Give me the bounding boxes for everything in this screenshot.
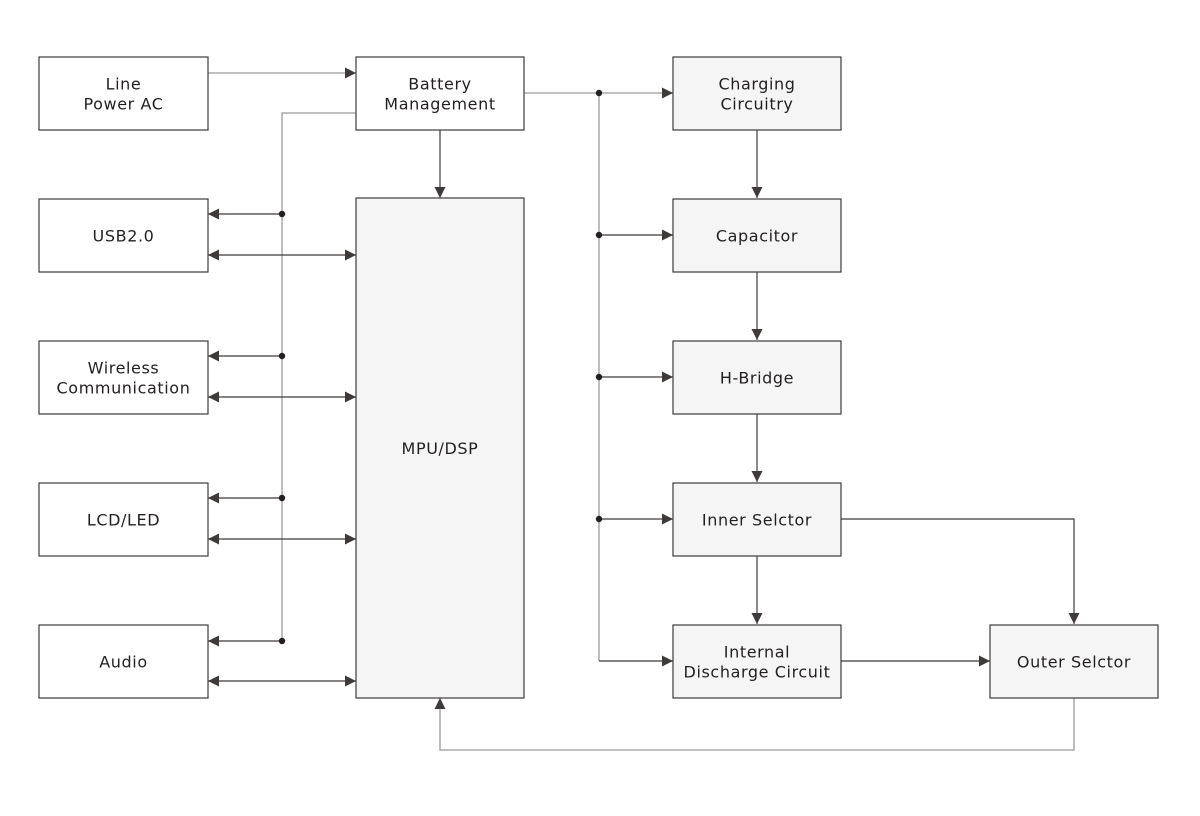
junction-dot bbox=[278, 637, 286, 645]
node-box bbox=[38, 340, 209, 415]
node-label-line: Management bbox=[384, 95, 495, 114]
node-label-line: Internal bbox=[724, 643, 790, 662]
node-inner-selector: Inner Selctor bbox=[672, 482, 842, 557]
node-label: Inner Selctor bbox=[702, 511, 812, 530]
junction-dot bbox=[278, 352, 286, 360]
node-box bbox=[672, 198, 842, 273]
node-label-line: Audio bbox=[99, 653, 147, 672]
node-h-bridge: H-Bridge bbox=[672, 340, 842, 415]
node-box bbox=[672, 482, 842, 557]
node-box bbox=[989, 624, 1159, 699]
node-label-line: Inner Selctor bbox=[702, 511, 812, 530]
node-label: Capacitor bbox=[716, 227, 798, 246]
junction-dot bbox=[278, 210, 286, 218]
node-label-line: Charging bbox=[718, 75, 795, 94]
node-label-line: MPU/DSP bbox=[402, 439, 479, 458]
node-box bbox=[672, 56, 842, 131]
node-label-line: USB2.0 bbox=[93, 227, 155, 246]
node-label-line: Outer Selctor bbox=[1017, 653, 1131, 672]
peripheral-bus bbox=[281, 112, 356, 641]
node-label-line: H-Bridge bbox=[720, 369, 794, 388]
connectors bbox=[208, 67, 1080, 751]
node-box bbox=[38, 624, 209, 699]
node-label: H-Bridge bbox=[720, 369, 794, 388]
node-label-line: Wireless bbox=[88, 359, 160, 378]
node-box bbox=[38, 56, 209, 131]
junction-dot bbox=[595, 231, 603, 239]
node-label: Audio bbox=[99, 653, 147, 672]
junction-dot bbox=[595, 515, 603, 523]
node-box bbox=[672, 624, 842, 699]
node-mpu-dsp: MPU/DSP bbox=[355, 197, 525, 699]
node-usb: USB2.0 bbox=[38, 198, 209, 273]
node-box bbox=[672, 340, 842, 415]
node-label: Outer Selctor bbox=[1017, 653, 1131, 672]
node-label-line: Line bbox=[106, 75, 142, 94]
junction-dot bbox=[595, 89, 603, 97]
node-capacitor: Capacitor bbox=[672, 198, 842, 273]
node-label: USB2.0 bbox=[93, 227, 155, 246]
node-label: MPU/DSP bbox=[402, 439, 479, 458]
node-label-line: Power AC bbox=[83, 95, 163, 114]
node-box bbox=[38, 198, 209, 273]
node-box bbox=[355, 197, 525, 699]
node-label-line: Battery bbox=[408, 75, 471, 94]
edge-outer-to-mpu bbox=[434, 698, 1075, 751]
junction-dot bbox=[595, 373, 603, 381]
node-label-line: LCD/LED bbox=[87, 511, 160, 530]
junction-dot bbox=[278, 494, 286, 502]
node-audio: Audio bbox=[38, 624, 209, 699]
node-label-line: Discharge Circuit bbox=[684, 663, 831, 682]
node-label-line: Communication bbox=[57, 379, 191, 398]
node-box bbox=[38, 482, 209, 557]
node-label-line: Capacitor bbox=[716, 227, 798, 246]
node-label: LCD/LED bbox=[87, 511, 160, 530]
node-label-line: Circuitry bbox=[721, 95, 794, 114]
node-outer-selector: Outer Selctor bbox=[989, 624, 1159, 699]
edge-inner-to-outer bbox=[841, 518, 1080, 624]
node-lcd-led: LCD/LED bbox=[38, 482, 209, 557]
node-box bbox=[355, 56, 525, 131]
